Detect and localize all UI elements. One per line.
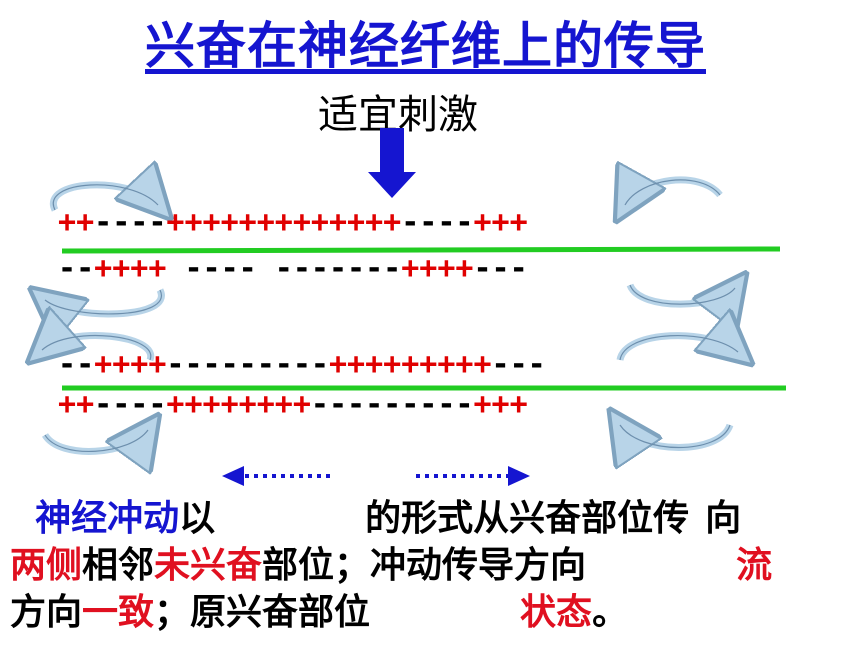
fiber2-bottom-charges: ++----++++++++---------+++ [58, 387, 528, 422]
fiber1-bottom-charges: --++++ ---- -------++++--- [58, 251, 528, 286]
fiber2-top-charges: --++++---------+++++++++--- [58, 347, 546, 382]
text-both-sides: 两侧 [10, 545, 83, 586]
text-nerve-impulse: 神经冲动 [35, 498, 180, 539]
current-arrow-icon [616, 336, 738, 360]
explanation-paragraph: 神经冲动以的形式从兴奋部位传向 两侧相邻未兴奋部位；冲动传导方向流 方向一致；原… [10, 498, 773, 633]
fiber1-top-charges: ++----+++++++++++++----+++ [58, 205, 528, 240]
page-title: 兴奋在神经纤维上的传导 [145, 17, 706, 75]
current-arrow-icon [620, 425, 734, 448]
current-arrow-icon [42, 430, 148, 451]
current-arrow-icon [626, 285, 735, 304]
current-arrow-icon [625, 180, 723, 205]
stimulus-arrow [368, 128, 416, 198]
membrane-line-1 [61, 246, 781, 254]
